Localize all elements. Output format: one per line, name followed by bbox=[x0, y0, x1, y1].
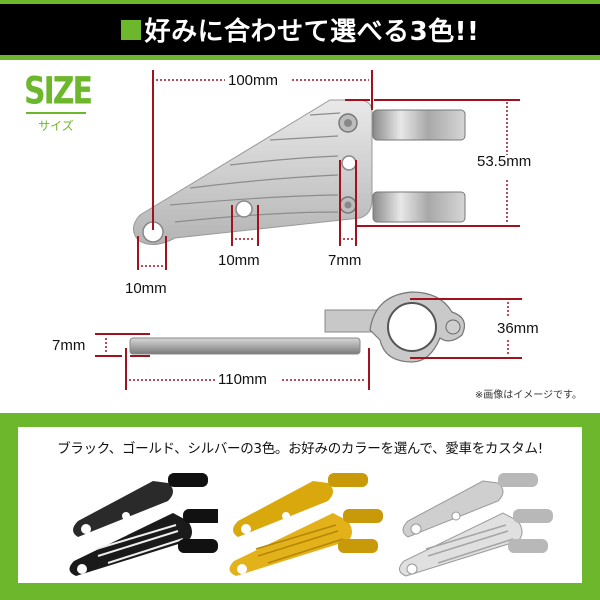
dim-clamp-diameter: 36mm bbox=[497, 320, 539, 337]
dim-thickness: 7mm bbox=[52, 337, 86, 354]
side-view-bracket bbox=[129, 291, 465, 363]
side-view-dimension-lines bbox=[95, 298, 522, 390]
dim-middle-hole: 10mm bbox=[218, 252, 260, 269]
header-title-text: 好みに合わせて選べる3色!! bbox=[144, 17, 480, 47]
dim-clamp-height: 53.5mm bbox=[477, 153, 532, 170]
image-disclaimer-note: ※画像はイメージです。 bbox=[474, 390, 582, 401]
header-bar: 好みに合わせて選べる3色!! bbox=[0, 4, 600, 55]
size-subtitle: サイズ bbox=[38, 119, 74, 133]
color-variants-section: ブラック、ゴールド、シルバーの3色。お好みのカラーを選んで、愛車をカスタム! bbox=[0, 413, 600, 600]
dim-overall-length-top: 100mm bbox=[228, 72, 279, 89]
color-variants-caption: ブラック、ゴールド、シルバーの3色。お好みのカラーを選んで、愛車をカスタム! bbox=[57, 441, 543, 457]
dim-bolt-hole: 7mm bbox=[328, 252, 362, 269]
dim-end-hole: 10mm bbox=[125, 280, 167, 297]
top-view-dimension-lines bbox=[137, 70, 520, 270]
side-view-dotted-guides bbox=[105, 302, 509, 381]
size-badge: SIZE サイズ bbox=[24, 69, 93, 134]
header-title: 好みに合わせて選べる3色!! bbox=[120, 11, 480, 48]
dim-overall-length-side: 110mm bbox=[218, 371, 267, 388]
variant-gold-image bbox=[229, 473, 383, 576]
top-view-bracket bbox=[133, 99, 466, 245]
variant-silver-image bbox=[399, 473, 553, 577]
variant-black-image bbox=[69, 473, 218, 576]
bracket-dimension-drawing bbox=[95, 70, 522, 390]
size-title: SIZE bbox=[24, 69, 93, 114]
header-banner: 好みに合わせて選べる3色!! bbox=[0, 0, 600, 60]
top-view-dotted-guides bbox=[141, 79, 508, 267]
color-variants-panel: ブラック、ゴールド、シルバーの3色。お好みのカラーを選んで、愛車をカスタム! bbox=[18, 427, 582, 583]
size-divider bbox=[26, 112, 86, 114]
green-square-icon bbox=[120, 19, 141, 40]
